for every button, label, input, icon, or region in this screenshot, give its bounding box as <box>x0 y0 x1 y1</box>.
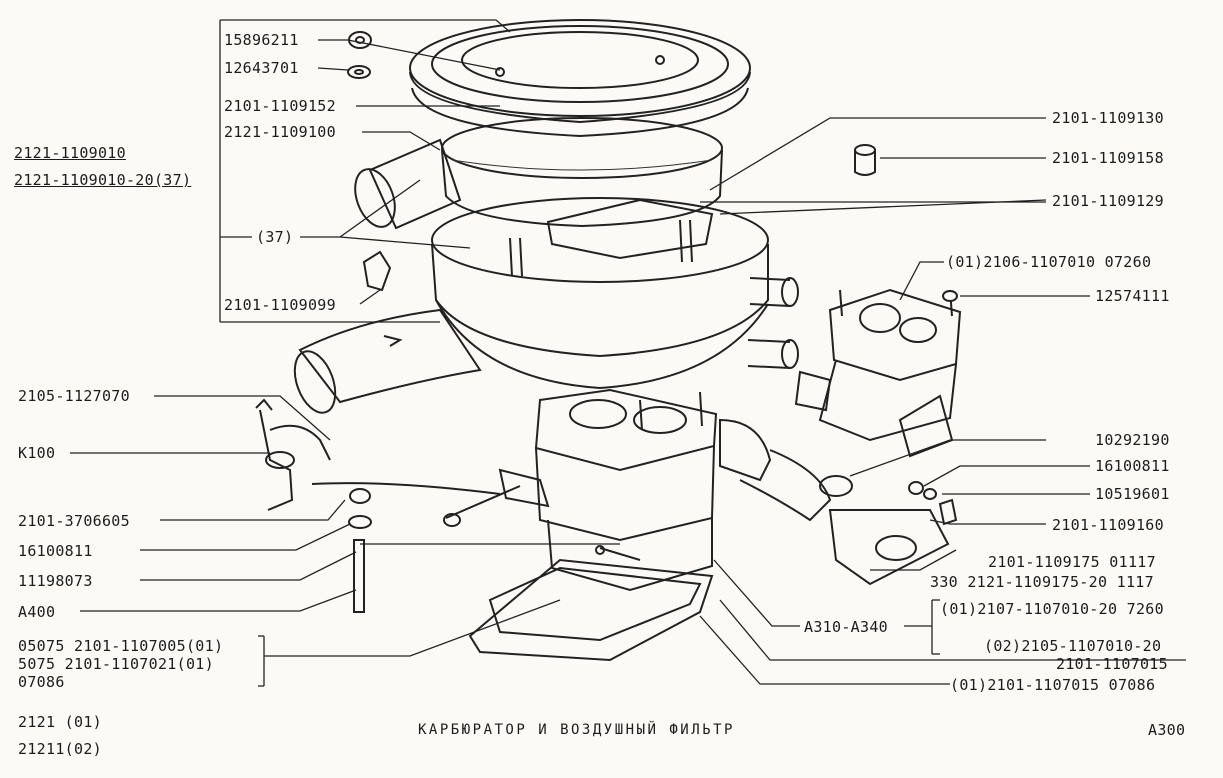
label-2101-3706605: 2101-3706605 <box>18 512 130 530</box>
label-37: (37) <box>256 228 294 246</box>
label-01-2101-1107015: (01)2101-1107015 07086 <box>950 676 1156 694</box>
label-12643701: 12643701 <box>224 59 299 77</box>
label-2105-1127070: 2105-1127070 <box>18 387 130 405</box>
choke-cable-bracket <box>255 398 501 511</box>
nut-washer-top <box>347 31 372 79</box>
label-2101-1109152: 2101-1109152 <box>224 97 336 115</box>
label-K100: K100 <box>18 444 56 462</box>
label-2101-1109099: 2101-1109099 <box>224 296 336 314</box>
label-2101-1109158: 2101-1109158 <box>1052 149 1164 167</box>
bushing-part <box>854 144 876 176</box>
gasket-plate <box>546 198 714 260</box>
nut-small <box>942 290 958 302</box>
air-filter-body <box>293 138 799 414</box>
washer-left <box>348 515 372 529</box>
label-330-2121-1109175-20: 330 2121-1109175-20 1117 <box>930 573 1154 591</box>
air-filter-lid <box>409 19 751 138</box>
label-05075-2101-1107005: 05075 2101-1107005(01) <box>18 637 224 655</box>
stud-left <box>353 539 365 613</box>
label-12574111: 12574111 <box>1095 287 1170 305</box>
model-code-21211: 21211(02) <box>18 740 102 758</box>
label-10292190: 10292190 <box>1095 431 1170 449</box>
label-16100811-left: 16100811 <box>18 542 93 560</box>
label-2101-1109175: 2101-1109175 01117 <box>988 553 1156 571</box>
clip-part <box>362 250 392 292</box>
label-07086: 07086 <box>18 673 65 691</box>
label-10519601: 10519601 <box>1095 485 1170 503</box>
label-02-2105-1107010-20: (02)2105-1107010-20 <box>984 637 1162 655</box>
label-5075-2101-1107021: 5075 2101-1107021(01) <box>18 655 214 673</box>
nut-left <box>349 488 371 504</box>
label-2121-1109100: 2121-1109100 <box>224 123 336 141</box>
label-01-2107-1107010-20: (01)2107-1107010-20 7260 <box>940 600 1164 618</box>
label-2101-1109160: 2101-1109160 <box>1052 516 1164 534</box>
label-2101-1109129: 2101-1109129 <box>1052 192 1164 210</box>
label-2101-1109130: 2101-1109130 <box>1052 109 1164 127</box>
bracket-right <box>938 498 958 526</box>
carburetor-main <box>443 388 772 592</box>
sheet-code: A300 <box>1148 721 1186 739</box>
label-2121-1109010-20: 2121-1109010-20(37) <box>14 171 192 189</box>
label-15896211: 15896211 <box>224 31 299 49</box>
vent-hose <box>739 449 950 586</box>
carburetor-small <box>794 288 962 458</box>
label-11198073: 11198073 <box>18 572 93 590</box>
washer-right <box>923 488 937 500</box>
label-A400: A400 <box>18 603 56 621</box>
label-2121-1109010: 2121-1109010 <box>14 144 126 162</box>
carburetor-gasket <box>468 558 714 662</box>
label-16100811-right: 16100811 <box>1095 457 1170 475</box>
label-A310-A340: A310-A340 <box>804 618 888 636</box>
filter-element <box>441 117 723 228</box>
leader-lines <box>70 19 1186 687</box>
label-01-2106-1107010: (01)2106-1107010 07260 <box>946 253 1152 271</box>
page-title: КАРБЮРАТОР И ВОЗДУШНЫЙ ФИЛЬТР <box>418 722 735 738</box>
nut-right <box>908 481 924 495</box>
label-2101-1107015: 2101-1107015 <box>1056 655 1168 673</box>
model-code-2121: 2121 (01) <box>18 713 102 731</box>
